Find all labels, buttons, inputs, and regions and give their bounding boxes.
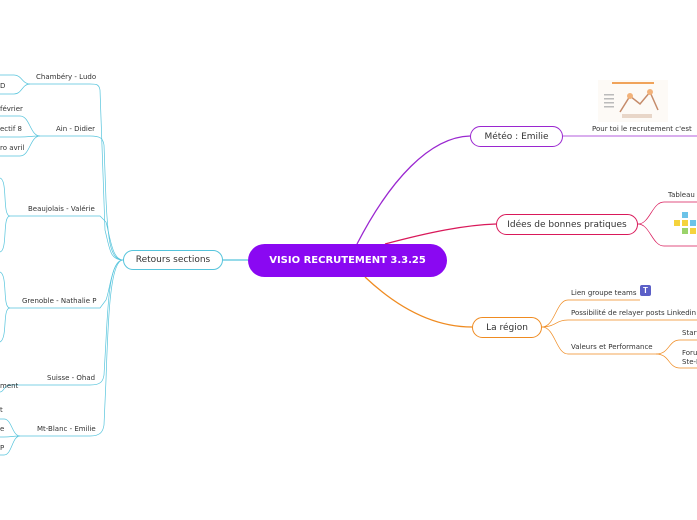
- fragment-mt-blanc-3[interactable]: P: [0, 444, 5, 452]
- subtopic-start[interactable]: Start: [682, 329, 697, 337]
- fragment-mt-blanc-2[interactable]: e: [0, 425, 5, 433]
- section-ain[interactable]: Ain - Didier: [56, 125, 96, 133]
- section-suisse[interactable]: Suisse - Ohad: [47, 374, 96, 382]
- subtopic-tableau[interactable]: Tableau c: [668, 191, 697, 199]
- subtopic-valeurs-performance[interactable]: Valeurs et Performance: [571, 343, 653, 351]
- fragment-ain-objectif[interactable]: ectif 8: [0, 125, 22, 133]
- fragment-chambery-item[interactable]: D: [0, 82, 6, 90]
- topic-idees-bonnes-pratiques[interactable]: Idées de bonnes pratiques: [496, 214, 638, 235]
- subtopic-meteo-recrutement[interactable]: Pour toi le recrutement c'est: [592, 125, 692, 133]
- subtopic-relayer-linkedin[interactable]: Possibilité de relayer posts Linkedin: [571, 309, 697, 317]
- fragment-mt-blanc-1[interactable]: t: [0, 406, 3, 414]
- section-chambery[interactable]: Chambéry - Ludo: [36, 73, 97, 81]
- infographic-thumbnail: [598, 80, 668, 122]
- section-grenoble[interactable]: Grenoble - Nathalie P: [22, 297, 97, 305]
- teams-icon[interactable]: T: [640, 285, 651, 296]
- section-beaujolais[interactable]: Beaujolais - Valérie: [28, 205, 95, 213]
- subtopic-ste[interactable]: Ste-F: [682, 358, 697, 366]
- topic-la-region[interactable]: La région: [472, 317, 542, 338]
- subtopic-lien-groupe-teams[interactable]: Lien groupe teams: [571, 289, 637, 297]
- subtopic-forum[interactable]: Forum: [682, 349, 697, 357]
- central-topic[interactable]: VISIO RECRUTEMENT 3.3.25: [248, 244, 447, 277]
- sticky-notes-thumbnail: [674, 210, 697, 238]
- topic-retours-sections[interactable]: Retours sections: [123, 250, 223, 270]
- topic-meteo[interactable]: Météo : Emilie: [470, 126, 563, 147]
- fragment-ain-fevrier[interactable]: février: [0, 105, 23, 113]
- section-mt-blanc[interactable]: Mt-Blanc - Emilie: [37, 425, 96, 433]
- fragment-ain-avril[interactable]: ro avril: [0, 144, 25, 152]
- fragment-suisse-item[interactable]: ment: [0, 382, 19, 390]
